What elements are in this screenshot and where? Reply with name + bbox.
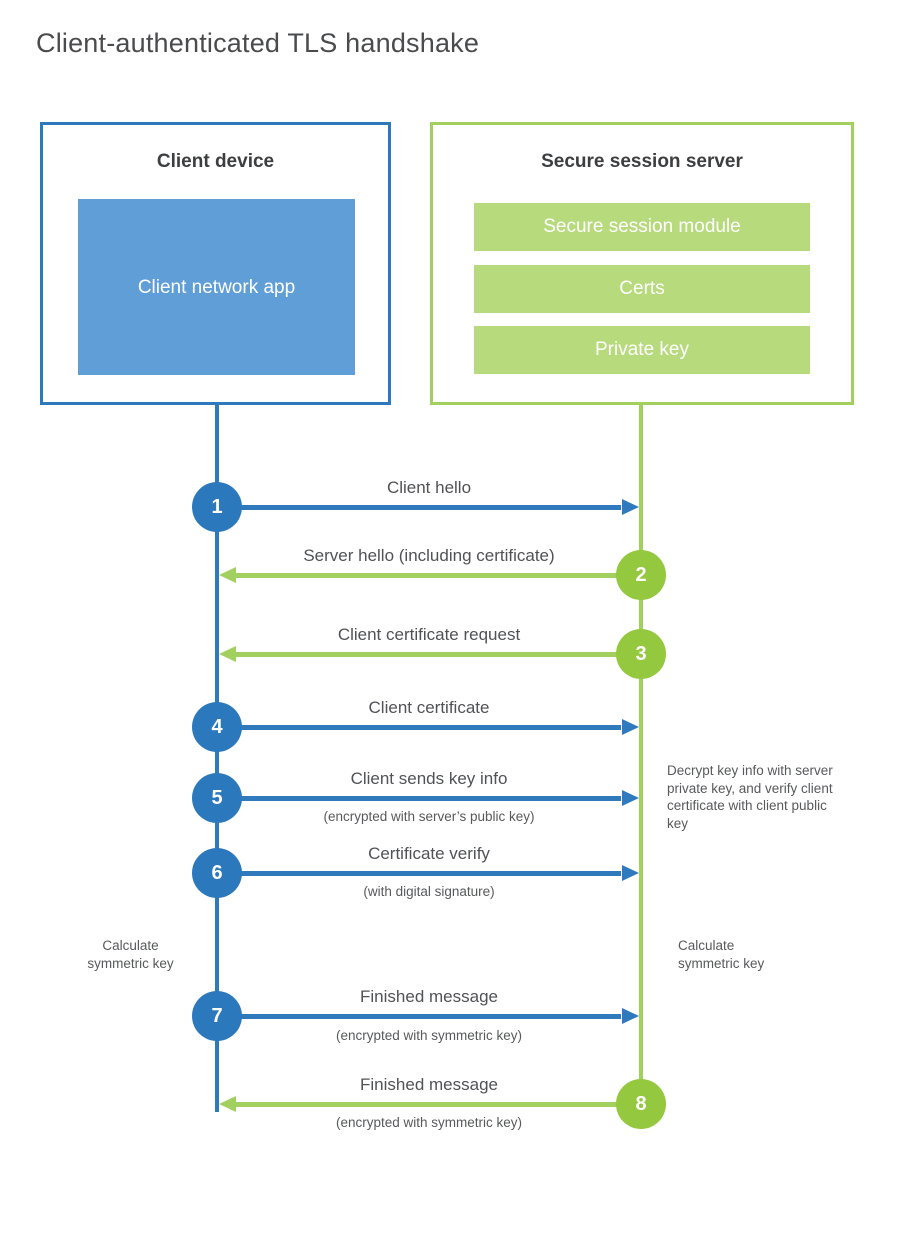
arrow-line-1 [217,505,621,510]
arrow-head-left-3 [219,646,236,662]
client-lifeline [215,405,219,1112]
message-label-7: Finished message [360,987,498,1006]
secure-session-server-box: Secure session server Secure session mod… [430,122,854,405]
arrow-head-left-2 [219,567,236,583]
message-sub-8: (encrypted with symmetric key) [335,1115,523,1130]
message-label-3: Client certificate request [337,625,521,644]
message-sub-7: (encrypted with symmetric key) [335,1028,523,1043]
client-calculate-key-note: Calculate symmetric key [87,938,174,971]
arrow-line-3 [236,652,641,657]
server-calculate-key-note: Calculate symmetric key [678,938,765,971]
client-device-box: Client device Client network app [40,122,391,405]
arrow-head-left-8 [219,1096,236,1112]
step-badge-8: 8 [616,1079,666,1129]
arrow-head-right-7 [622,1008,639,1024]
client-device-title: Client device [156,151,275,172]
server-decrypt-note: Decrypt key info with server private key… [667,763,833,831]
arrow-line-2 [236,573,641,578]
arrow-head-right-1 [622,499,639,515]
server-private-key-bar: Private key [474,326,810,374]
step-badge-2: 2 [616,550,666,600]
message-sub-6: (with digital signature) [363,884,495,899]
arrow-head-right-5 [622,790,639,806]
message-label-5: Client sends key info [350,769,508,788]
server-lifeline [639,405,643,1104]
arrow-line-6 [217,871,621,876]
message-label-1: Client hello [386,478,472,497]
arrow-line-8 [236,1102,641,1107]
step-badge-6: 6 [192,848,242,898]
message-label-6: Certificate verify [368,844,490,863]
message-sub-5: (encrypted with server’s public key) [323,809,535,824]
message-label-2: Server hello (including certificate) [303,546,555,565]
arrow-head-right-6 [622,865,639,881]
server-certs-bar: Certs [474,265,810,313]
message-label-8: Finished message [360,1075,498,1094]
server-module-bar: Secure session module [474,203,810,251]
step-badge-4: 4 [192,702,242,752]
step-badge-7: 7 [192,991,242,1041]
arrow-line-4 [217,725,621,730]
message-label-4: Client certificate [368,698,490,717]
client-network-app-box: Client network app [78,199,355,375]
arrow-head-right-4 [622,719,639,735]
step-badge-3: 3 [616,629,666,679]
step-badge-5: 5 [192,773,242,823]
step-badge-1: 1 [192,482,242,532]
secure-session-server-title: Secure session server [541,151,743,172]
arrow-line-7 [217,1014,621,1019]
arrow-line-5 [217,796,621,801]
page-title: Client-authenticated TLS handshake [36,28,480,58]
